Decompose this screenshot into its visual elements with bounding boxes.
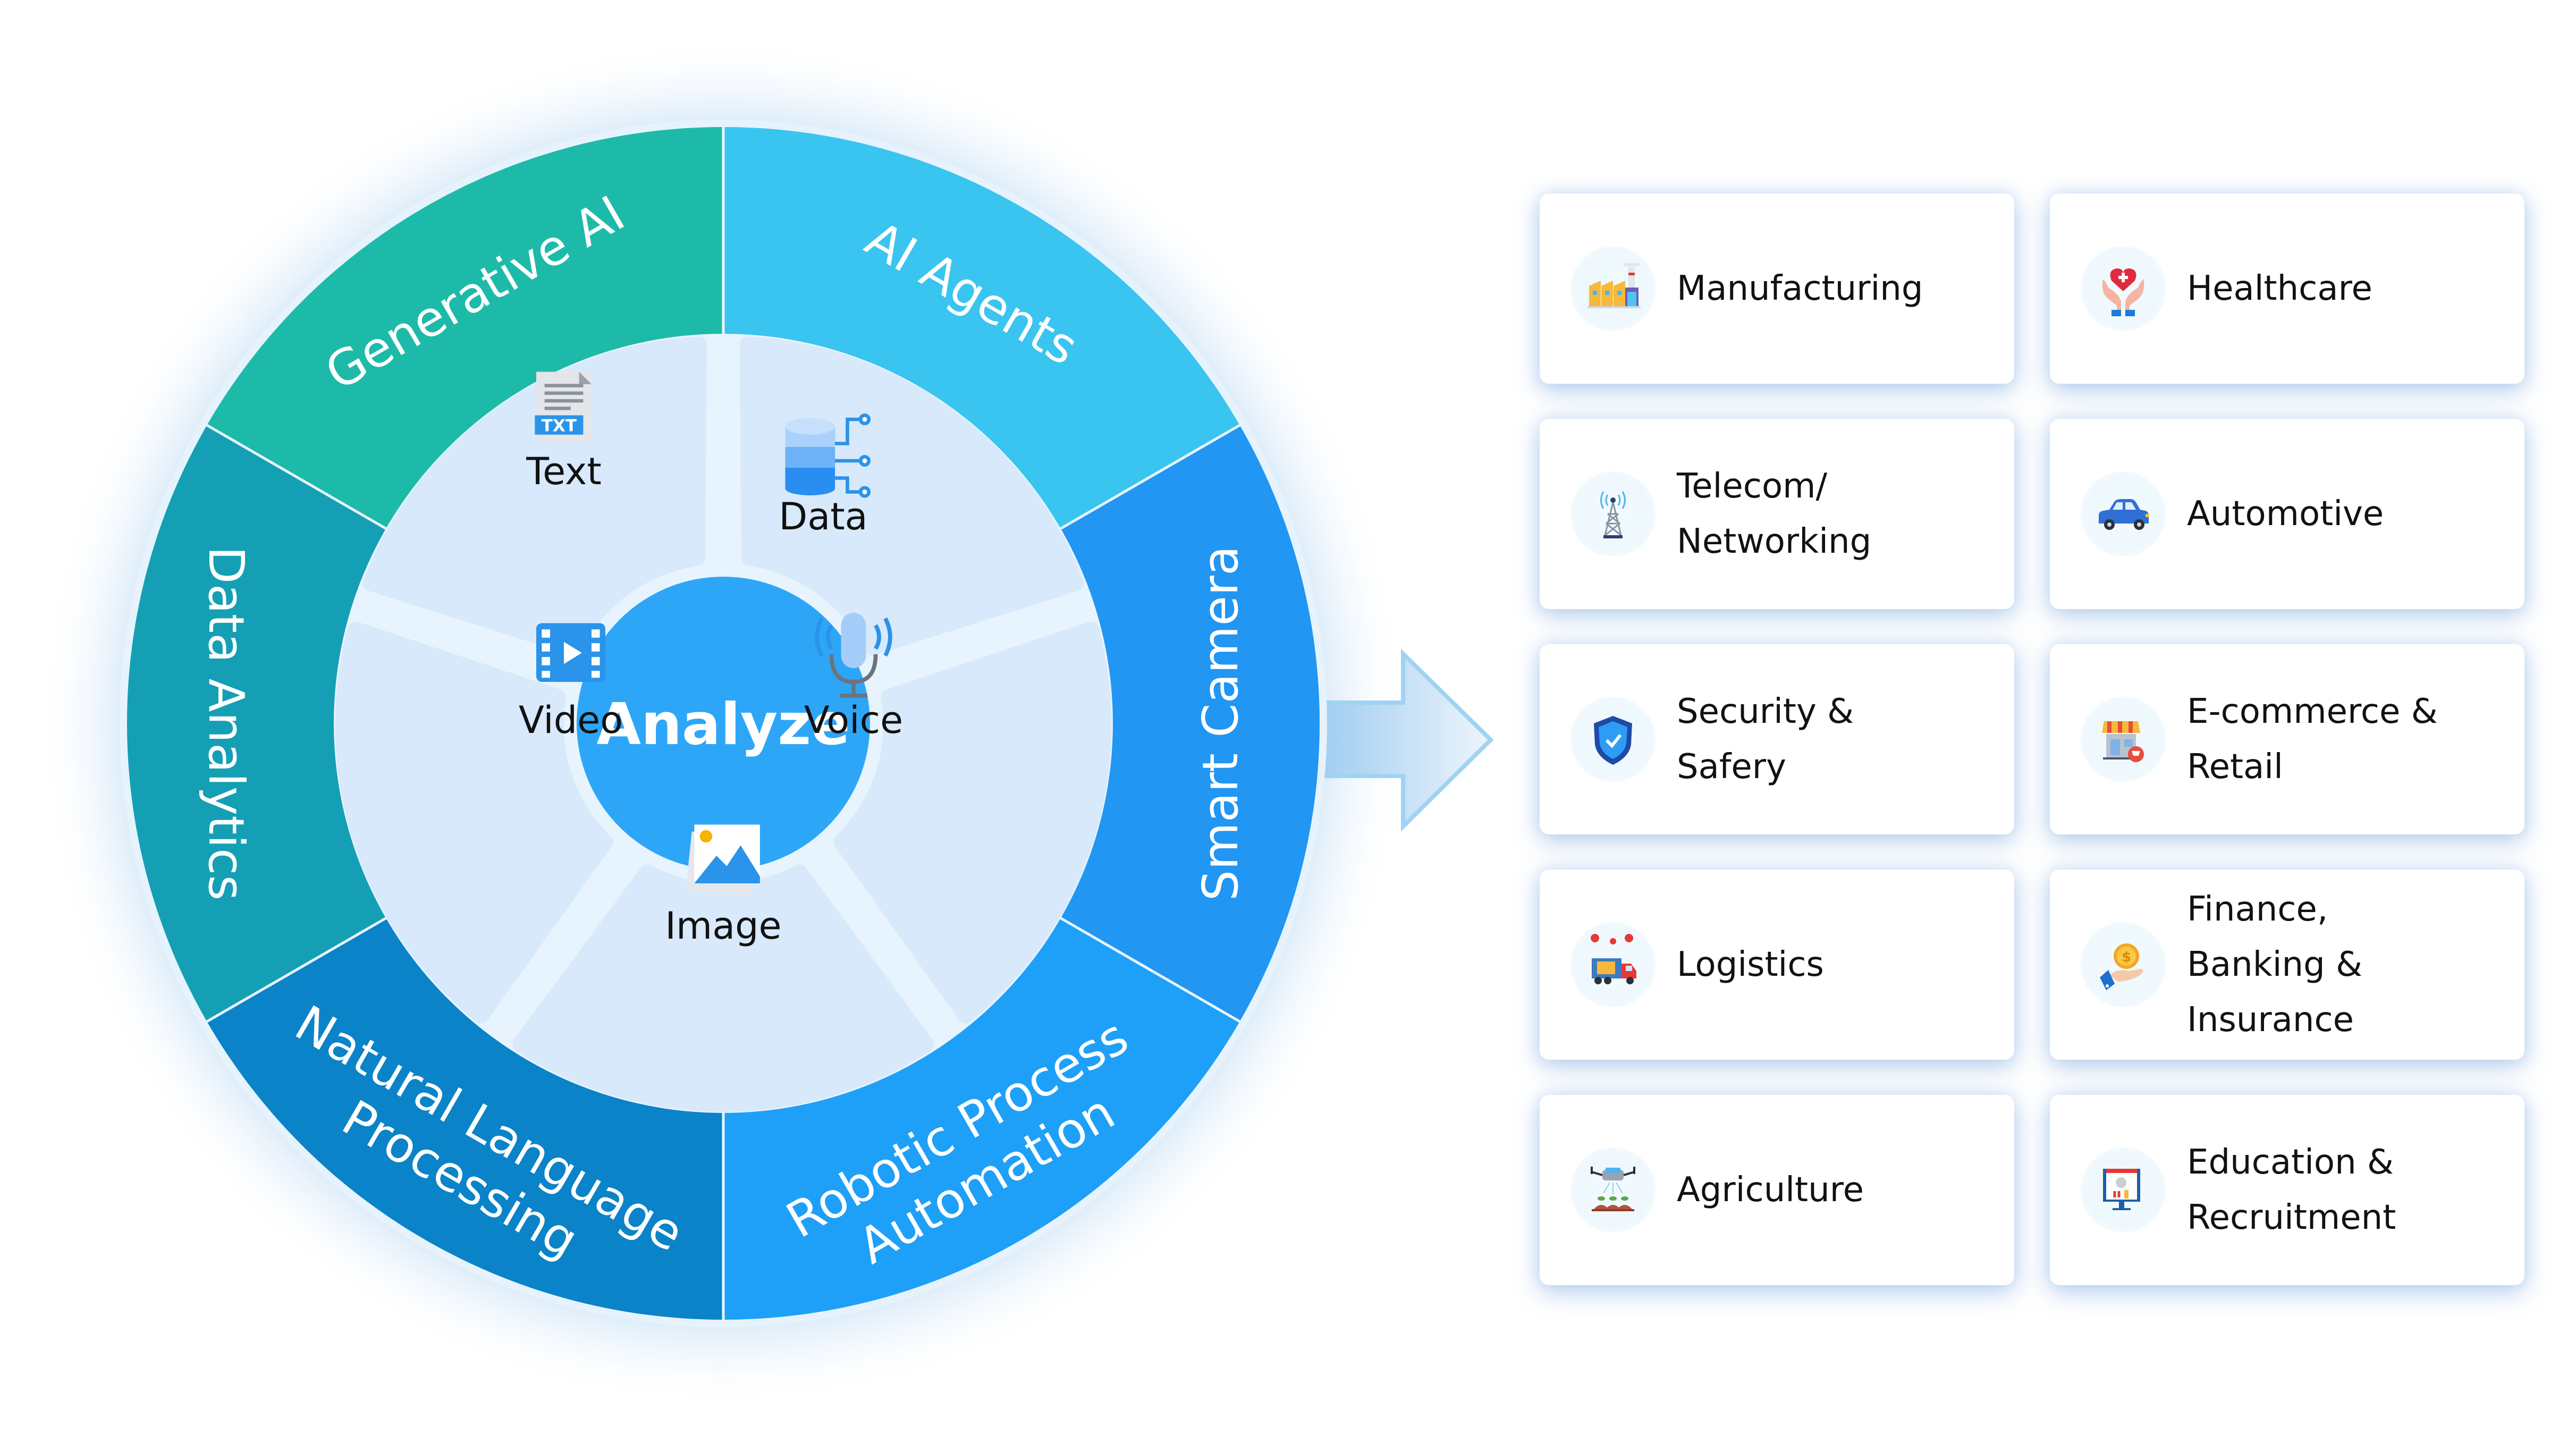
- outer-segment: [723, 127, 1240, 530]
- industry-card[interactable]: E-commerce & Retail: [2050, 644, 2524, 834]
- inner-segment: [335, 621, 613, 1024]
- industry-card[interactable]: Telecom/ Networking: [1540, 419, 2014, 609]
- outer-segment: [207, 917, 724, 1320]
- center-circle: [577, 577, 870, 870]
- center-label: Analyze: [597, 691, 850, 758]
- industry-label: Security & Safery: [1677, 692, 1854, 787]
- outer-segment-label: Data Analytics: [198, 546, 255, 901]
- shield-check-icon: [1570, 697, 1656, 782]
- inner-segment: [739, 336, 1084, 656]
- industry-card[interactable]: Manufacturing: [1540, 193, 2014, 384]
- industry-card[interactable]: Logistics: [1540, 870, 2014, 1060]
- industry-card[interactable]: Agriculture: [1540, 1095, 2014, 1285]
- industry-label: Education & Recruitment: [2187, 1143, 2396, 1237]
- industry-label: Telecom/ Networking: [1677, 467, 1872, 561]
- segment-divider: [1060, 424, 1240, 530]
- segment-divider: [206, 917, 387, 1023]
- outer-segment: [723, 917, 1240, 1320]
- database-icon: [785, 413, 871, 498]
- outer-segment-label: Smart Camera: [1192, 546, 1249, 901]
- industry-label: Agriculture: [1677, 1170, 1864, 1210]
- inner-segment-label: Data: [779, 495, 867, 538]
- industry-label: Logistics: [1677, 945, 1824, 984]
- microphone-icon: [815, 613, 892, 698]
- svg-text:$: $: [2122, 949, 2131, 965]
- industry-label: Manufacturing: [1677, 269, 1923, 308]
- video-icon: [536, 623, 605, 682]
- delivery-truck-icon: [1570, 922, 1656, 1007]
- inner-segment: [833, 621, 1112, 1024]
- industry-card[interactable]: Healthcare: [2050, 193, 2524, 384]
- industry-label: Automotive: [2187, 494, 2384, 534]
- car-icon: [2081, 471, 2166, 556]
- industry-label: Finance, Banking & Insurance: [2187, 890, 2362, 1040]
- computer-tools-icon: [2081, 1147, 2166, 1233]
- industry-card[interactable]: Automotive: [2050, 419, 2524, 609]
- outer-label-line: Smart Camera: [1192, 546, 1249, 901]
- outer-label-line: Data Analytics: [198, 546, 255, 901]
- outer-segment: [127, 425, 388, 1022]
- drone-crops-icon: [1570, 1147, 1656, 1233]
- shop-cart-icon: [2081, 697, 2166, 782]
- text-file-icon: TXT: [535, 372, 592, 441]
- hand-coin-icon: $: [2081, 922, 2166, 1007]
- svg-text:TXT: TXT: [542, 416, 577, 435]
- inner-segment-label: Video: [519, 698, 623, 742]
- segment-divider: [1060, 917, 1240, 1023]
- telecom-tower-icon: [1570, 471, 1656, 556]
- segment-divider: [206, 424, 387, 530]
- inner-segment: [362, 336, 707, 656]
- healthcare-hands-heart-icon: [2081, 246, 2166, 331]
- inner-segment-label: Image: [665, 904, 781, 948]
- industry-card[interactable]: Security & Safery: [1540, 644, 2014, 834]
- industry-label: Healthcare: [2187, 269, 2372, 308]
- industry-label: E-commerce & Retail: [2187, 692, 2438, 787]
- industry-card[interactable]: $ Finance, Banking & Insurance: [2050, 870, 2524, 1060]
- inner-segment-label: Text: [526, 450, 602, 493]
- arrow-right-icon: [1311, 648, 1494, 832]
- factory-icon: [1570, 246, 1656, 331]
- industry-card[interactable]: Education & Recruitment: [2050, 1095, 2524, 1285]
- outer-segment: [207, 127, 724, 530]
- outer-segment: [1058, 425, 1320, 1022]
- image-icon: [686, 824, 760, 897]
- inner-segment-label: Voice: [804, 698, 903, 742]
